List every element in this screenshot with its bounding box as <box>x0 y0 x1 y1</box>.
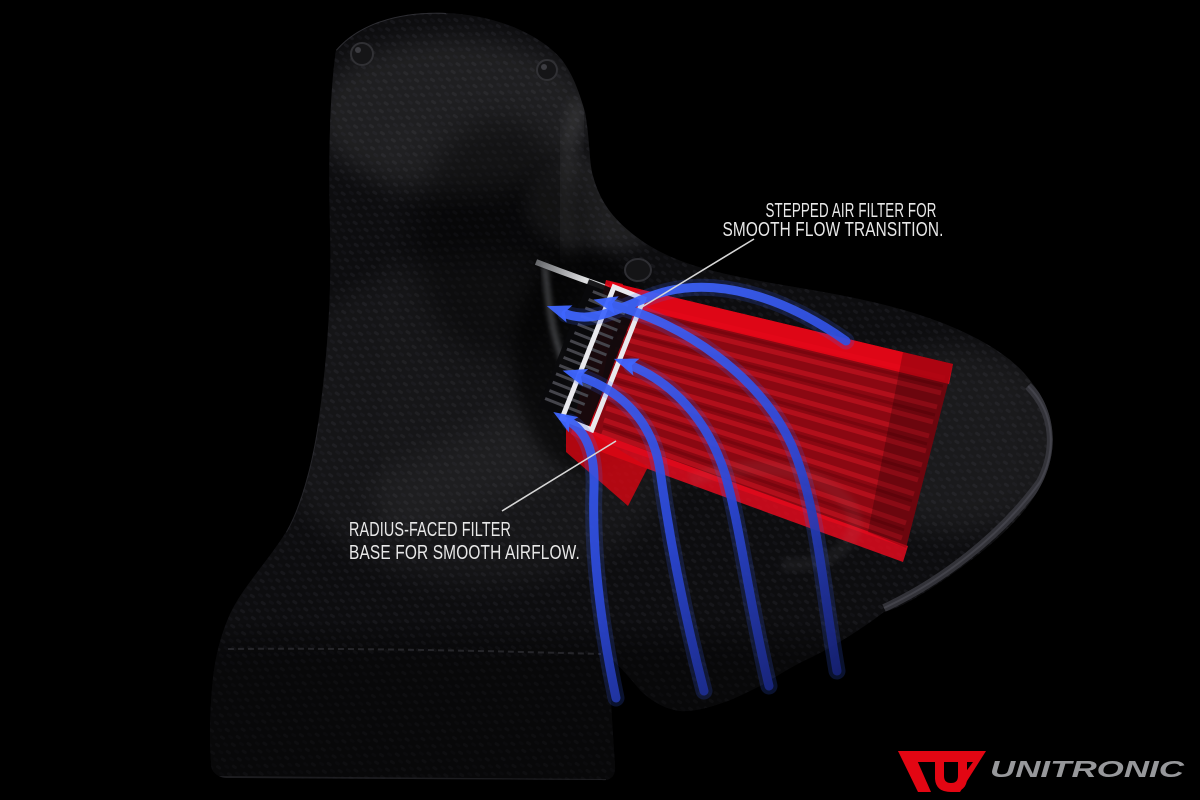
filter-top-band <box>609 282 953 384</box>
airflow-arrow <box>607 300 842 676</box>
housing-seam <box>227 647 602 655</box>
callout-line-radius <box>501 440 617 512</box>
annotation-radius-line1: RADIUS-FACED FILTER <box>349 519 511 541</box>
airflow-arrowheads <box>546 296 640 433</box>
screw <box>350 42 374 66</box>
unitronic-logo: UNITRONIC <box>898 751 1185 792</box>
airflow-arrow <box>627 361 774 691</box>
callout-line-stepped <box>641 238 755 308</box>
filter-bolt <box>624 258 652 282</box>
annotation-stepped-line2: SMOOTH FLOW TRANSITION. <box>723 219 944 241</box>
unitronic-uj-mark-icon <box>898 751 986 792</box>
annotation-radius-line2: BASE FOR SMOOTH AIRFLOW. <box>349 542 580 564</box>
screw <box>536 59 558 81</box>
airflow-arrow <box>565 417 621 703</box>
filter-base-lip <box>585 430 908 562</box>
airflow-arrow <box>561 282 851 346</box>
airflow-arrow <box>576 372 709 696</box>
unitronic-wordmark: UNITRONIC <box>990 756 1185 782</box>
annotation-stepped-line1: STEPPED AIR FILTER FOR <box>766 200 937 222</box>
airflow-arrows <box>546 278 855 707</box>
